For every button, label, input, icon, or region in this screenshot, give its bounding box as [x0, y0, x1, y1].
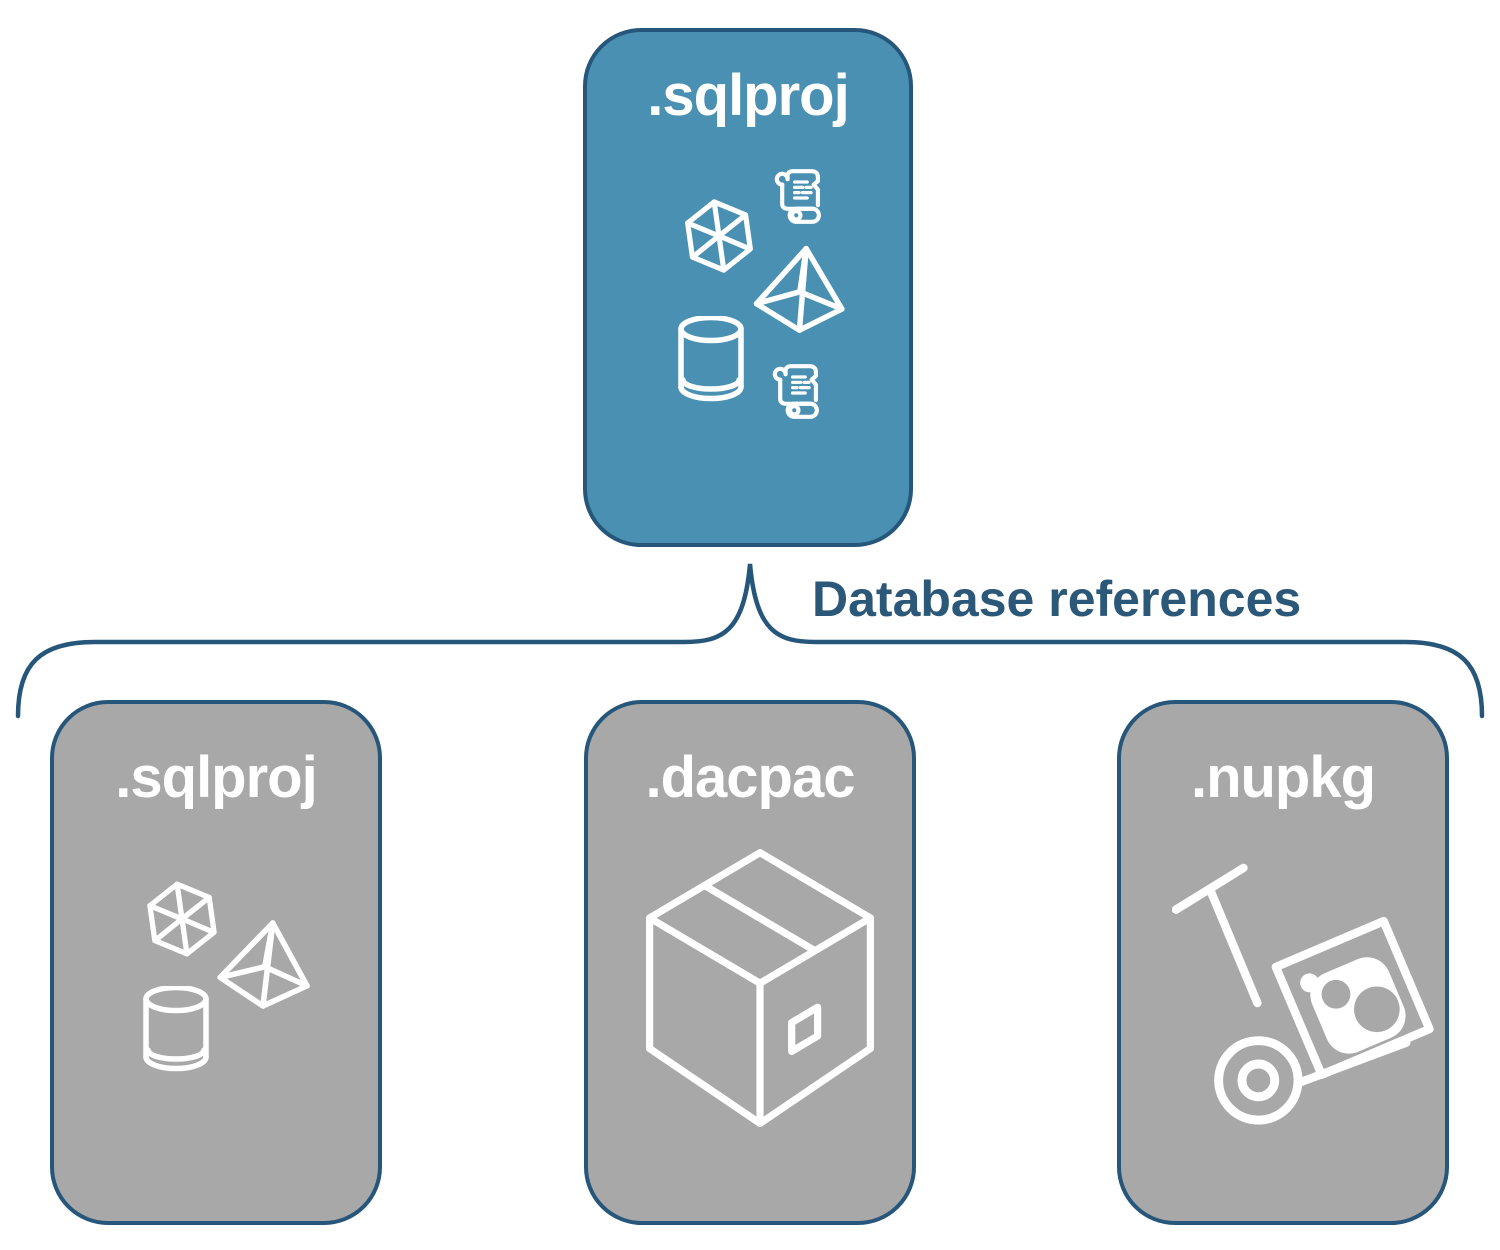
- root-node-sqlproj: .sqlproj: [583, 28, 913, 547]
- root-node-label: .sqlproj: [647, 63, 849, 128]
- package-box-icon: [640, 845, 880, 1133]
- child-node-nupkg: .nupkg: [1117, 700, 1449, 1225]
- child-node-label: .dacpac: [645, 745, 856, 810]
- connector-label: Database references: [812, 571, 1302, 627]
- script-scroll-icon: [769, 167, 827, 227]
- cube-icon: [138, 874, 226, 964]
- child-node-label: .nupkg: [1190, 745, 1376, 810]
- script-scroll-icon: [767, 362, 825, 422]
- pyramid-icon: [212, 914, 318, 1016]
- cube-icon: [676, 192, 762, 280]
- cylinder-icon: [678, 316, 744, 402]
- child-node-sqlproj: .sqlproj: [50, 700, 382, 1225]
- pyramid-icon: [747, 240, 853, 340]
- child-node-dacpac: .dacpac: [584, 700, 916, 1225]
- cylinder-icon: [143, 986, 209, 1072]
- nuget-handtruck-icon: [1172, 862, 1440, 1130]
- child-node-label: .sqlproj: [115, 745, 317, 810]
